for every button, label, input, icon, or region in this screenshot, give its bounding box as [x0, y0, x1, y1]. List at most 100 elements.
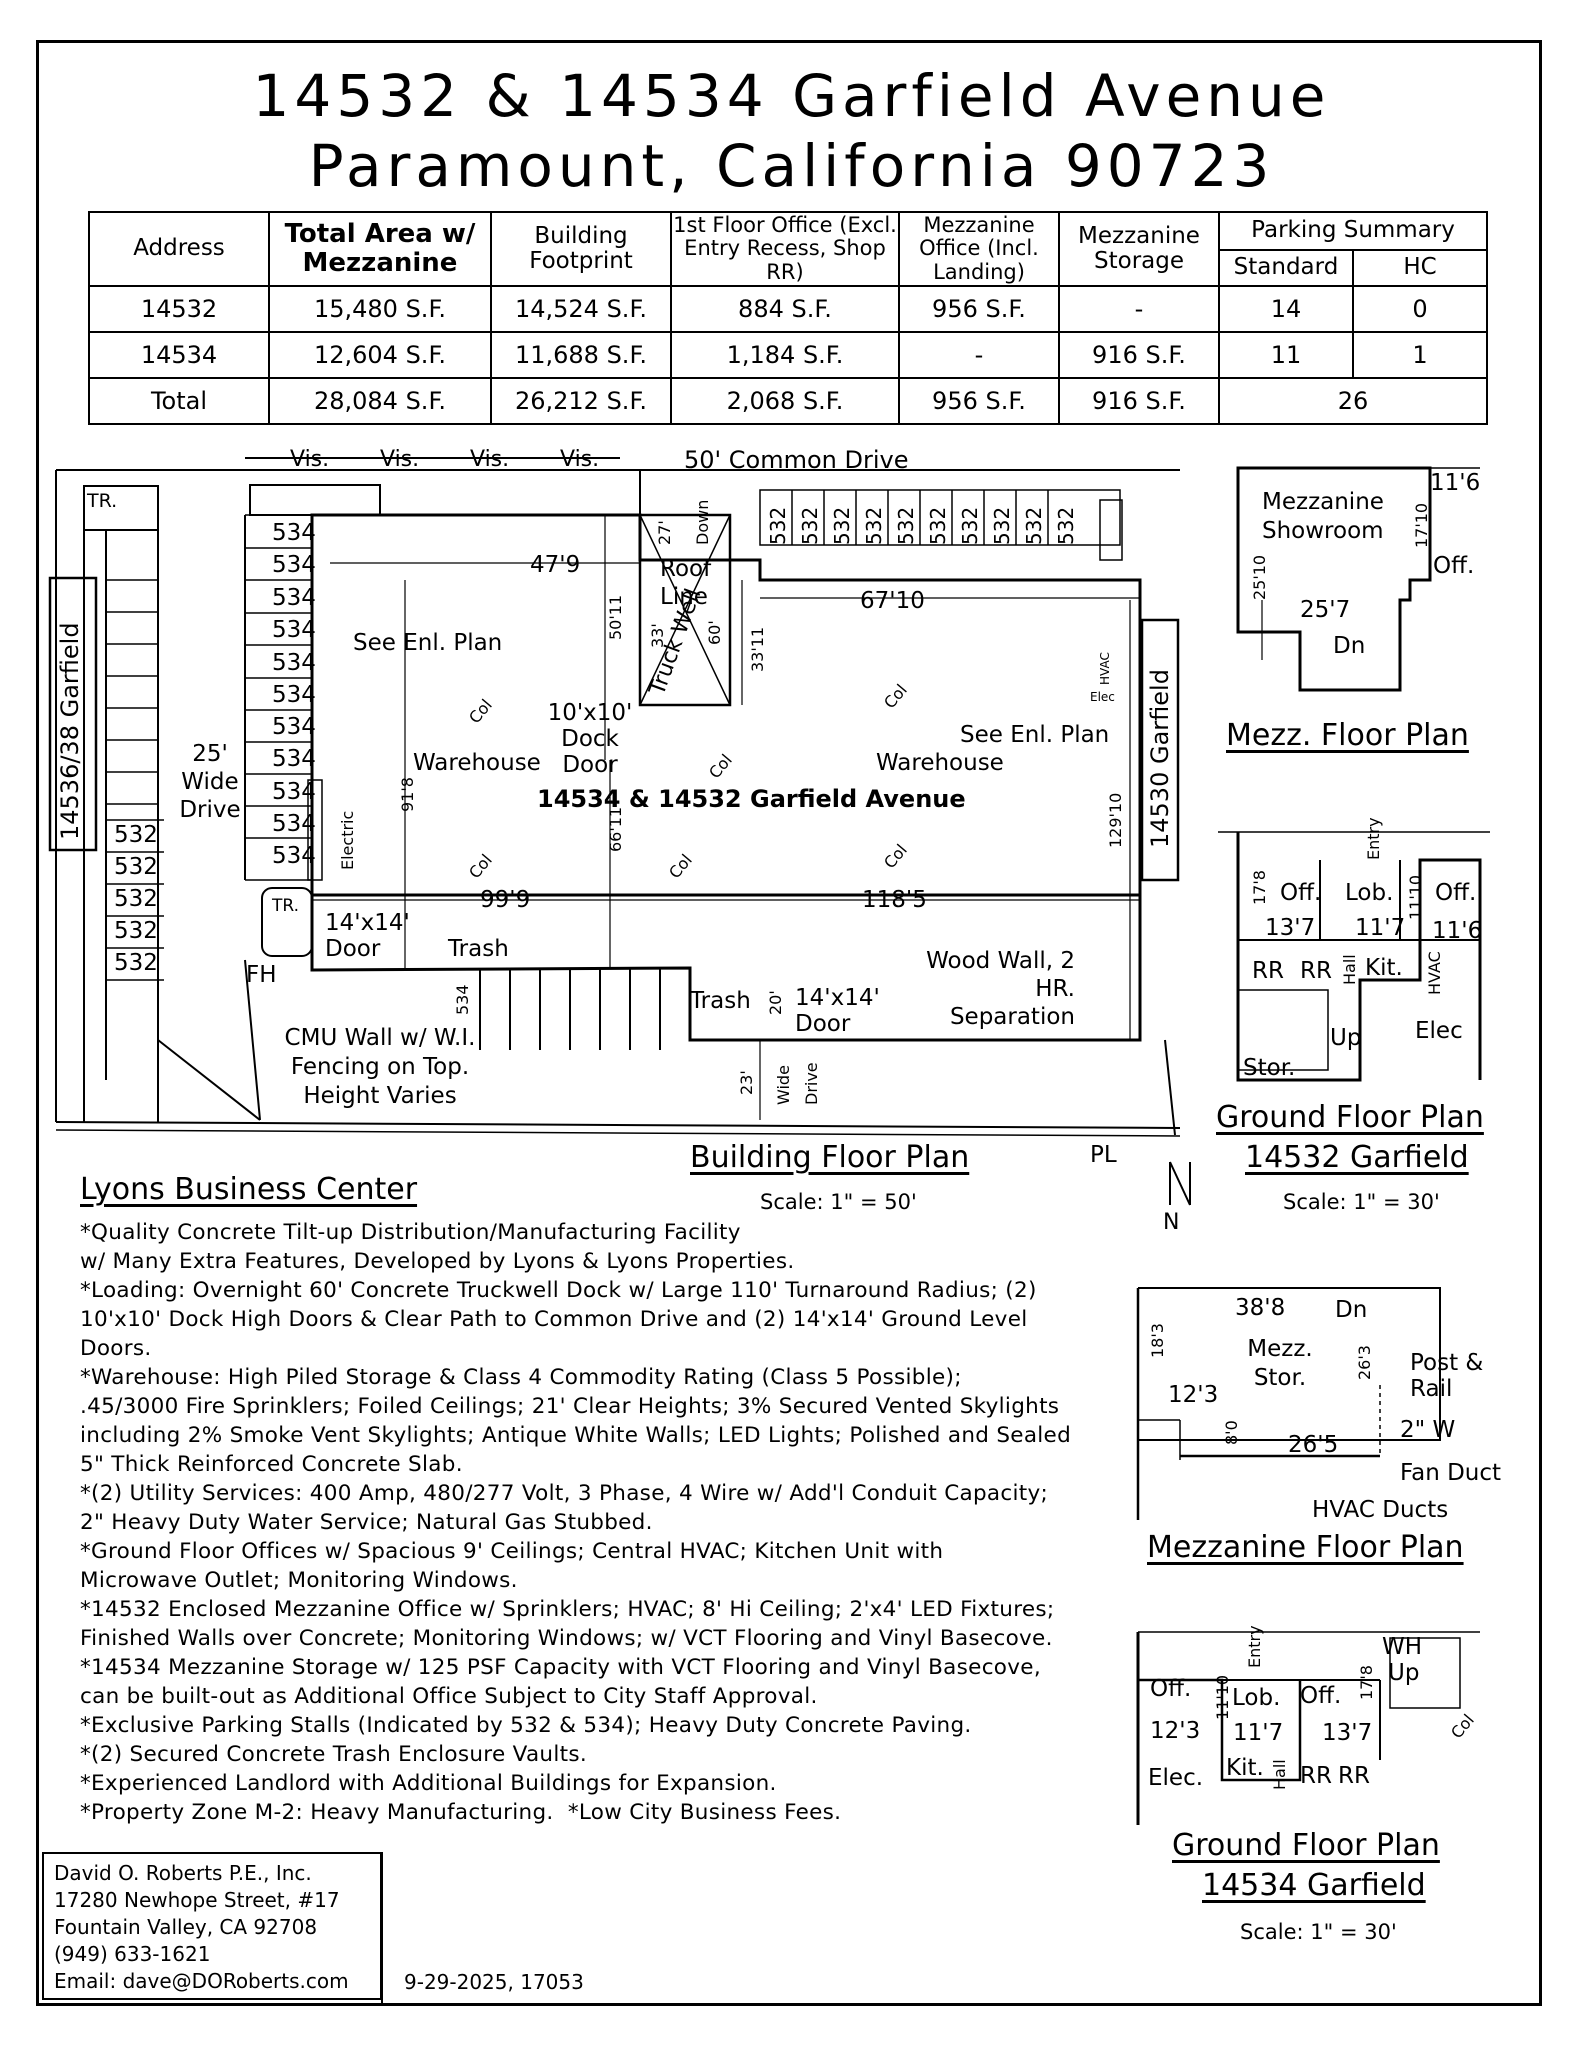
- stall-532: 532: [926, 506, 950, 545]
- trash-label: Trash: [690, 988, 751, 1014]
- lobby-label: Lob.: [1345, 880, 1394, 906]
- stall-534: 534: [272, 552, 316, 578]
- vis-label: Vis.: [470, 447, 510, 472]
- dim-17-8: 17'8: [1250, 870, 1269, 905]
- feature-line: Microwave Outlet; Monitoring Windows.: [80, 1568, 518, 1593]
- wide-drive-25-label: 25' Wide Drive: [179, 741, 241, 823]
- up-label: Up: [1330, 1025, 1362, 1051]
- feature-line: 2" Heavy Duty Water Service; Natural Gas…: [80, 1510, 653, 1535]
- stall-532: 532: [798, 506, 822, 545]
- cell: 12,604 S.F.: [268, 331, 492, 379]
- header-office: 1st Floor Office (Excl. Entry Recess, Sh…: [670, 211, 900, 287]
- cell: 26: [1217, 377, 1489, 425]
- feature-line: 10'x10' Dock High Doors & Clear Path to …: [80, 1307, 1028, 1332]
- common-drive-label: 50' Common Drive: [684, 446, 909, 474]
- neighbor-left-label: 14536/38 Garfield: [56, 622, 84, 840]
- feature-line: Doors.: [80, 1336, 152, 1361]
- feature-line: *14532 Enclosed Mezzanine Office w/ Spri…: [80, 1597, 1055, 1622]
- header-address: Address: [88, 211, 270, 287]
- kitchen-label: Kit.: [1226, 1755, 1264, 1781]
- feature-line: *Ground Floor Offices w/ Spacious 9' Cei…: [80, 1539, 944, 1564]
- stall-534: 534: [272, 520, 316, 546]
- contact-line: David O. Roberts P.E., Inc.: [54, 1861, 312, 1885]
- feature-line: .45/3000 Fire Sprinklers; Foiled Ceiling…: [80, 1394, 1060, 1419]
- header-mezz-office: Mezzanine Office (Incl. Landing): [898, 211, 1060, 287]
- dim-17-8: 17'8: [1357, 1665, 1376, 1700]
- title-line-1: 14532 & 14534 Garfield Avenue: [252, 62, 1331, 130]
- stall-534: 534: [272, 650, 316, 676]
- stall-532: 532: [114, 950, 158, 976]
- feature-line: *Property Zone M-2: Heavy Manufacturing.…: [80, 1800, 842, 1825]
- cell: 2,068 S.F.: [670, 377, 900, 425]
- warehouse-label: Warehouse: [876, 750, 1004, 776]
- stall-534: 534: [272, 843, 316, 869]
- office-label: Off.: [1150, 1676, 1192, 1702]
- restroom-label: RR: [1300, 958, 1332, 984]
- dim-18-3: 18'3: [1148, 1323, 1167, 1358]
- fire-hydrant-label: FH: [246, 962, 277, 988]
- feature-line: *(2) Secured Concrete Trash Enclosure Va…: [80, 1742, 587, 1767]
- stall-532: 532: [1054, 506, 1078, 545]
- cell: Total: [88, 377, 270, 425]
- building-floor-plan-lines: [48, 457, 1191, 1206]
- cell: 884 S.F.: [670, 285, 900, 333]
- cell: 956 S.F.: [898, 377, 1060, 425]
- ground-14532-scale: Scale: 1" = 30': [1283, 1190, 1440, 1214]
- cell: 956 S.F.: [898, 285, 1060, 333]
- stall-534: 534: [272, 714, 316, 740]
- dim-129-10: 129'10: [1106, 792, 1125, 848]
- contact-line: 17280 Newhope Street, #17: [54, 1888, 340, 1912]
- building-floor-plan-heading: Building Floor Plan: [690, 1140, 970, 1175]
- contact-email[interactable]: Email: dave@DORoberts.com: [54, 1969, 349, 1993]
- feature-line: w/ Many Extra Features, Developed by Lyo…: [80, 1249, 795, 1274]
- wide-drive-label: Wide Drive: [774, 1062, 821, 1105]
- see-enlarged-plan-label: See Enl. Plan: [353, 630, 503, 656]
- dim-11-6: 11'6: [1432, 918, 1483, 944]
- dim-50-11: 50'11: [606, 594, 625, 640]
- two-inch-w-label: 2" W: [1400, 1417, 1456, 1443]
- ground-floor-plan-14534-subheading: 14534 Garfield: [1202, 1868, 1426, 1903]
- dock-door-label: 10'x10' Dock Door: [547, 700, 633, 778]
- vis-label: Vis.: [380, 447, 420, 472]
- hall-label: Hall: [1270, 1759, 1289, 1790]
- mezzanine-floor-plan-14534-lines: [1136, 1287, 1441, 1520]
- neighbor-right-label: 14530 Garfield: [1146, 669, 1174, 848]
- stall-534: 534: [453, 984, 472, 1015]
- post-rail-label: Post & Rail: [1410, 1350, 1484, 1402]
- feature-list: *Quality Concrete Tilt-up Distribution/M…: [80, 1218, 1100, 1827]
- building-plan-scale: Scale: 1" = 50': [760, 1190, 917, 1214]
- entry-label: Entry: [1364, 817, 1383, 860]
- cell: -: [898, 331, 1060, 379]
- hvac-ducts-label: HVAC Ducts: [1312, 1497, 1449, 1523]
- dim-67-10: 67'10: [860, 588, 925, 614]
- dim-12-3: 12'3: [1150, 1718, 1201, 1744]
- title-line-2: Paramount, California 90723: [308, 132, 1275, 200]
- dim-11-10: 11'10: [1406, 874, 1425, 920]
- property-line-label: PL: [1090, 1142, 1117, 1168]
- feature-line: *14534 Mezzanine Storage w/ 125 PSF Capa…: [80, 1655, 1041, 1680]
- dim-11-7: 11'7: [1233, 1720, 1284, 1746]
- office-label: Off.: [1300, 1683, 1342, 1709]
- header-total-area: Total Area w/ Mezzanine: [268, 211, 492, 287]
- elec-label: Elec: [1090, 690, 1115, 704]
- feature-line: can be built-out as Additional Office Su…: [80, 1684, 818, 1709]
- vis-label: Vis.: [290, 447, 330, 472]
- roof-line-label: Roof Line: [660, 556, 712, 610]
- wood-wall-label: Wood Wall, 2 HR. Separation: [926, 948, 1075, 1030]
- cmu-wall-label: CMU Wall w/ W.I. Fencing on Top. Height …: [284, 1025, 476, 1109]
- dim-26-3: 26'3: [1355, 1345, 1374, 1380]
- dim-13-7: 13'7: [1265, 915, 1316, 941]
- lobby-label: Lob.: [1232, 1685, 1281, 1711]
- restroom-label: RR: [1252, 958, 1284, 984]
- cell: 916 S.F.: [1058, 331, 1220, 379]
- cell: 15,480 S.F.: [268, 285, 492, 333]
- cell: 11,688 S.F.: [490, 331, 672, 379]
- feature-line: *Quality Concrete Tilt-up Distribution/M…: [80, 1220, 741, 1245]
- trash-label: Trash: [448, 936, 509, 962]
- dim-13-7: 13'7: [1322, 1720, 1373, 1746]
- dim-8-0: 8'0: [1222, 1420, 1241, 1445]
- water-heater-label: WH: [1382, 1634, 1423, 1660]
- stall-532: 532: [990, 506, 1014, 545]
- mezzanine-showroom-label: Mezzanine Showroom: [1262, 489, 1384, 544]
